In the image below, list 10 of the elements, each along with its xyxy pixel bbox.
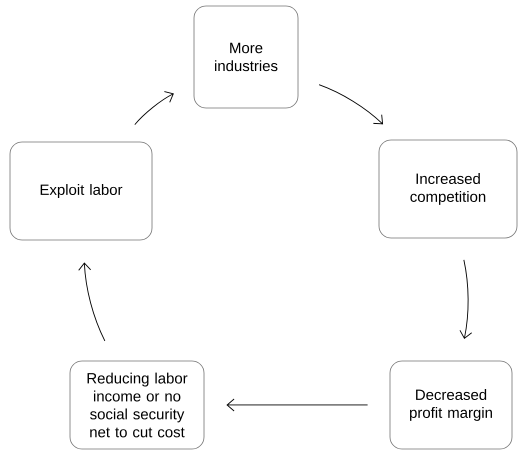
arrow <box>226 398 368 412</box>
arrow <box>460 259 472 340</box>
arrow <box>318 84 384 124</box>
process-box: More industries <box>194 6 298 108</box>
arrow <box>78 262 106 342</box>
process-box: Decreased profit margin <box>390 360 512 450</box>
process-box: Reducing labor income or no social security net to cut cost <box>70 360 204 450</box>
process-box: Exploit labor <box>10 142 152 240</box>
arrow <box>134 91 174 126</box>
process-box: Increased competition <box>378 140 518 238</box>
